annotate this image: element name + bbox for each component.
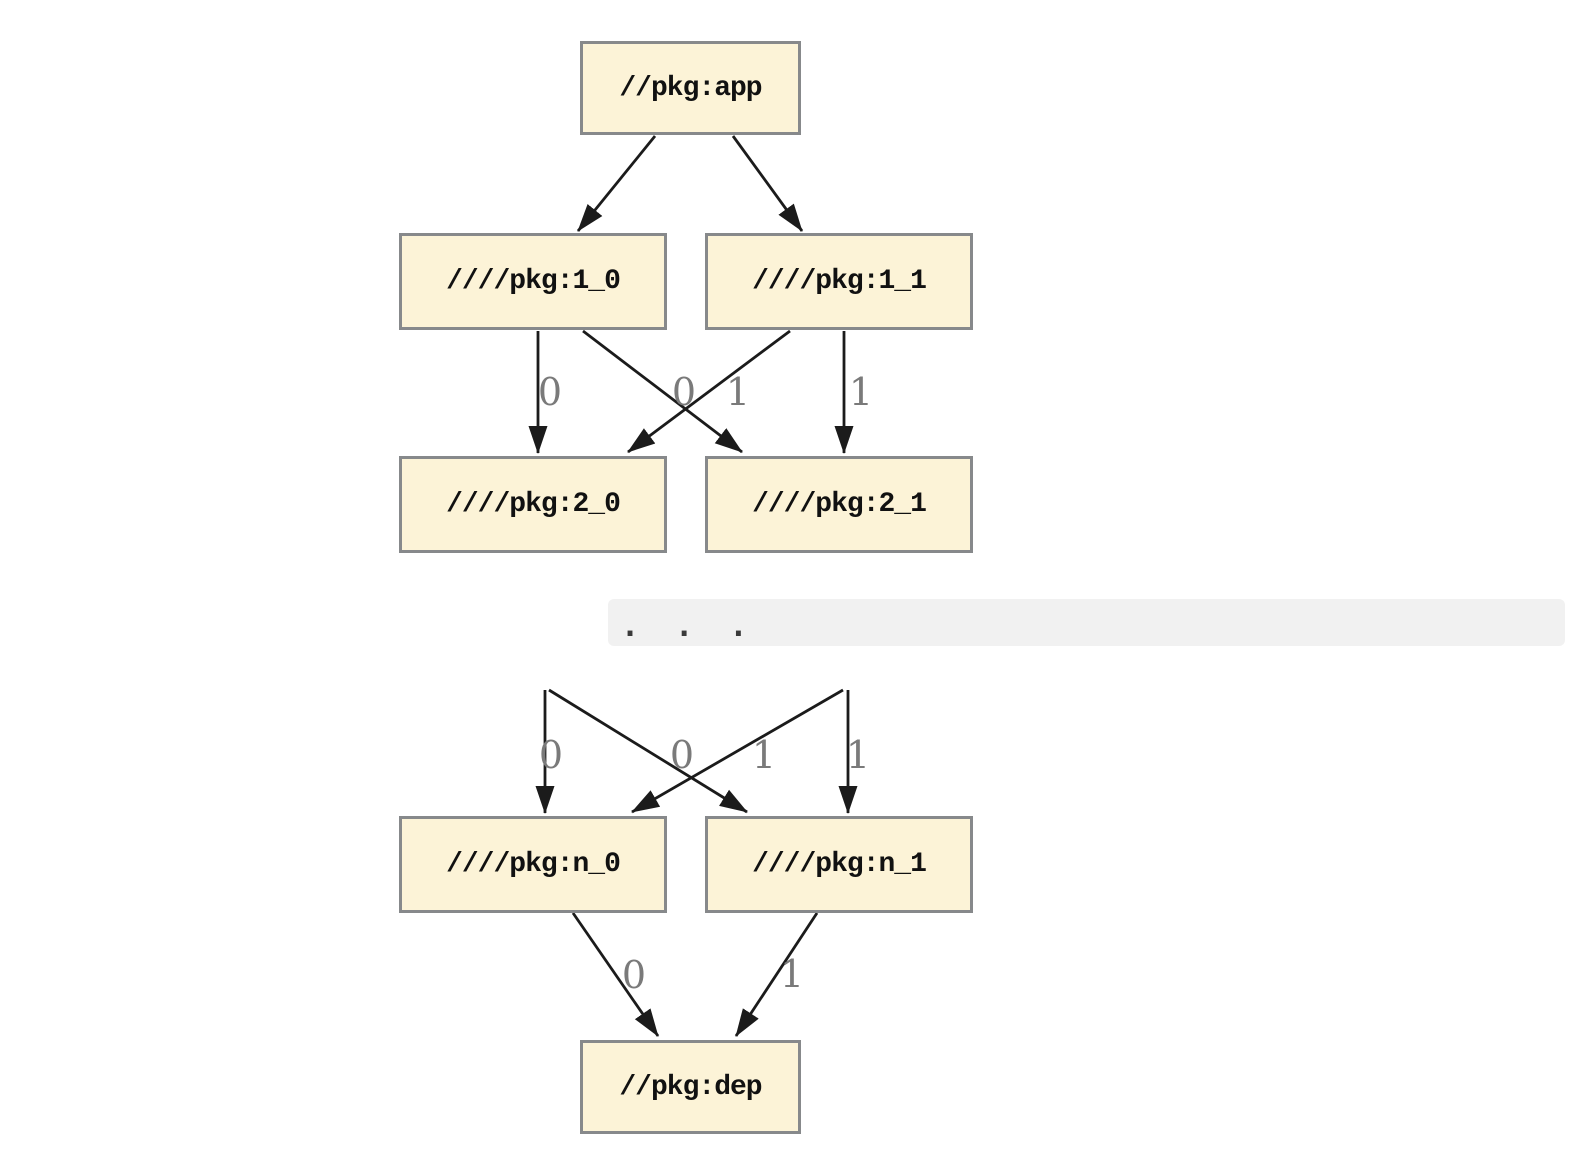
graph-node-dep: //pkg:dep (580, 1040, 801, 1134)
graph-node-pkg-1-1: ////pkg:1_1 (705, 233, 973, 330)
graph-node-pkg-1-0: ////pkg:1_0 (399, 233, 667, 330)
ellipsis-code-bar: . . . (608, 599, 1565, 646)
edge-pkg-n-1-to-dep (734, 912, 819, 1037)
edge-label-pkg-1-1-to-pkg-2-0: 0 (672, 370, 696, 414)
graph-node-pkg-2-0: ////pkg:2_0 (399, 456, 667, 553)
edge-label-pkg-n-0-to-dep: 0 (622, 953, 646, 997)
edge-pkg-1-0-to-pkg-2-1 (582, 329, 743, 454)
edge-label-elided-to-pkg-n-1: 1 (846, 733, 870, 777)
edge-pkg-1-1-to-pkg-2-0 (627, 329, 791, 454)
graph-node-app: //pkg:app (580, 41, 801, 135)
edge-elided-to-pkg-n-1 (548, 688, 748, 814)
edge-label-elided-to-pkg-n-0: 0 (539, 733, 563, 777)
edge-elided-to-pkg-n-0 (631, 688, 844, 814)
graph-node-pkg-n-0: ////pkg:n_0 (399, 816, 667, 913)
graph-node-pkg-n-1: ////pkg:n_1 (705, 816, 973, 913)
edge-app-to-pkg-1-0 (576, 135, 657, 232)
edge-label-elided-to-pkg-n-0: 0 (670, 733, 694, 777)
edge-label-pkg-n-1-to-dep: 1 (780, 952, 804, 996)
graph-node-pkg-2-1: ////pkg:2_1 (705, 456, 973, 553)
edge-app-to-pkg-1-1 (731, 135, 804, 232)
edge-label-pkg-1-0-to-pkg-2-0: 0 (538, 370, 562, 414)
edge-label-pkg-1-1-to-pkg-2-1: 1 (849, 370, 873, 414)
edge-pkg-n-0-to-dep (571, 912, 660, 1037)
